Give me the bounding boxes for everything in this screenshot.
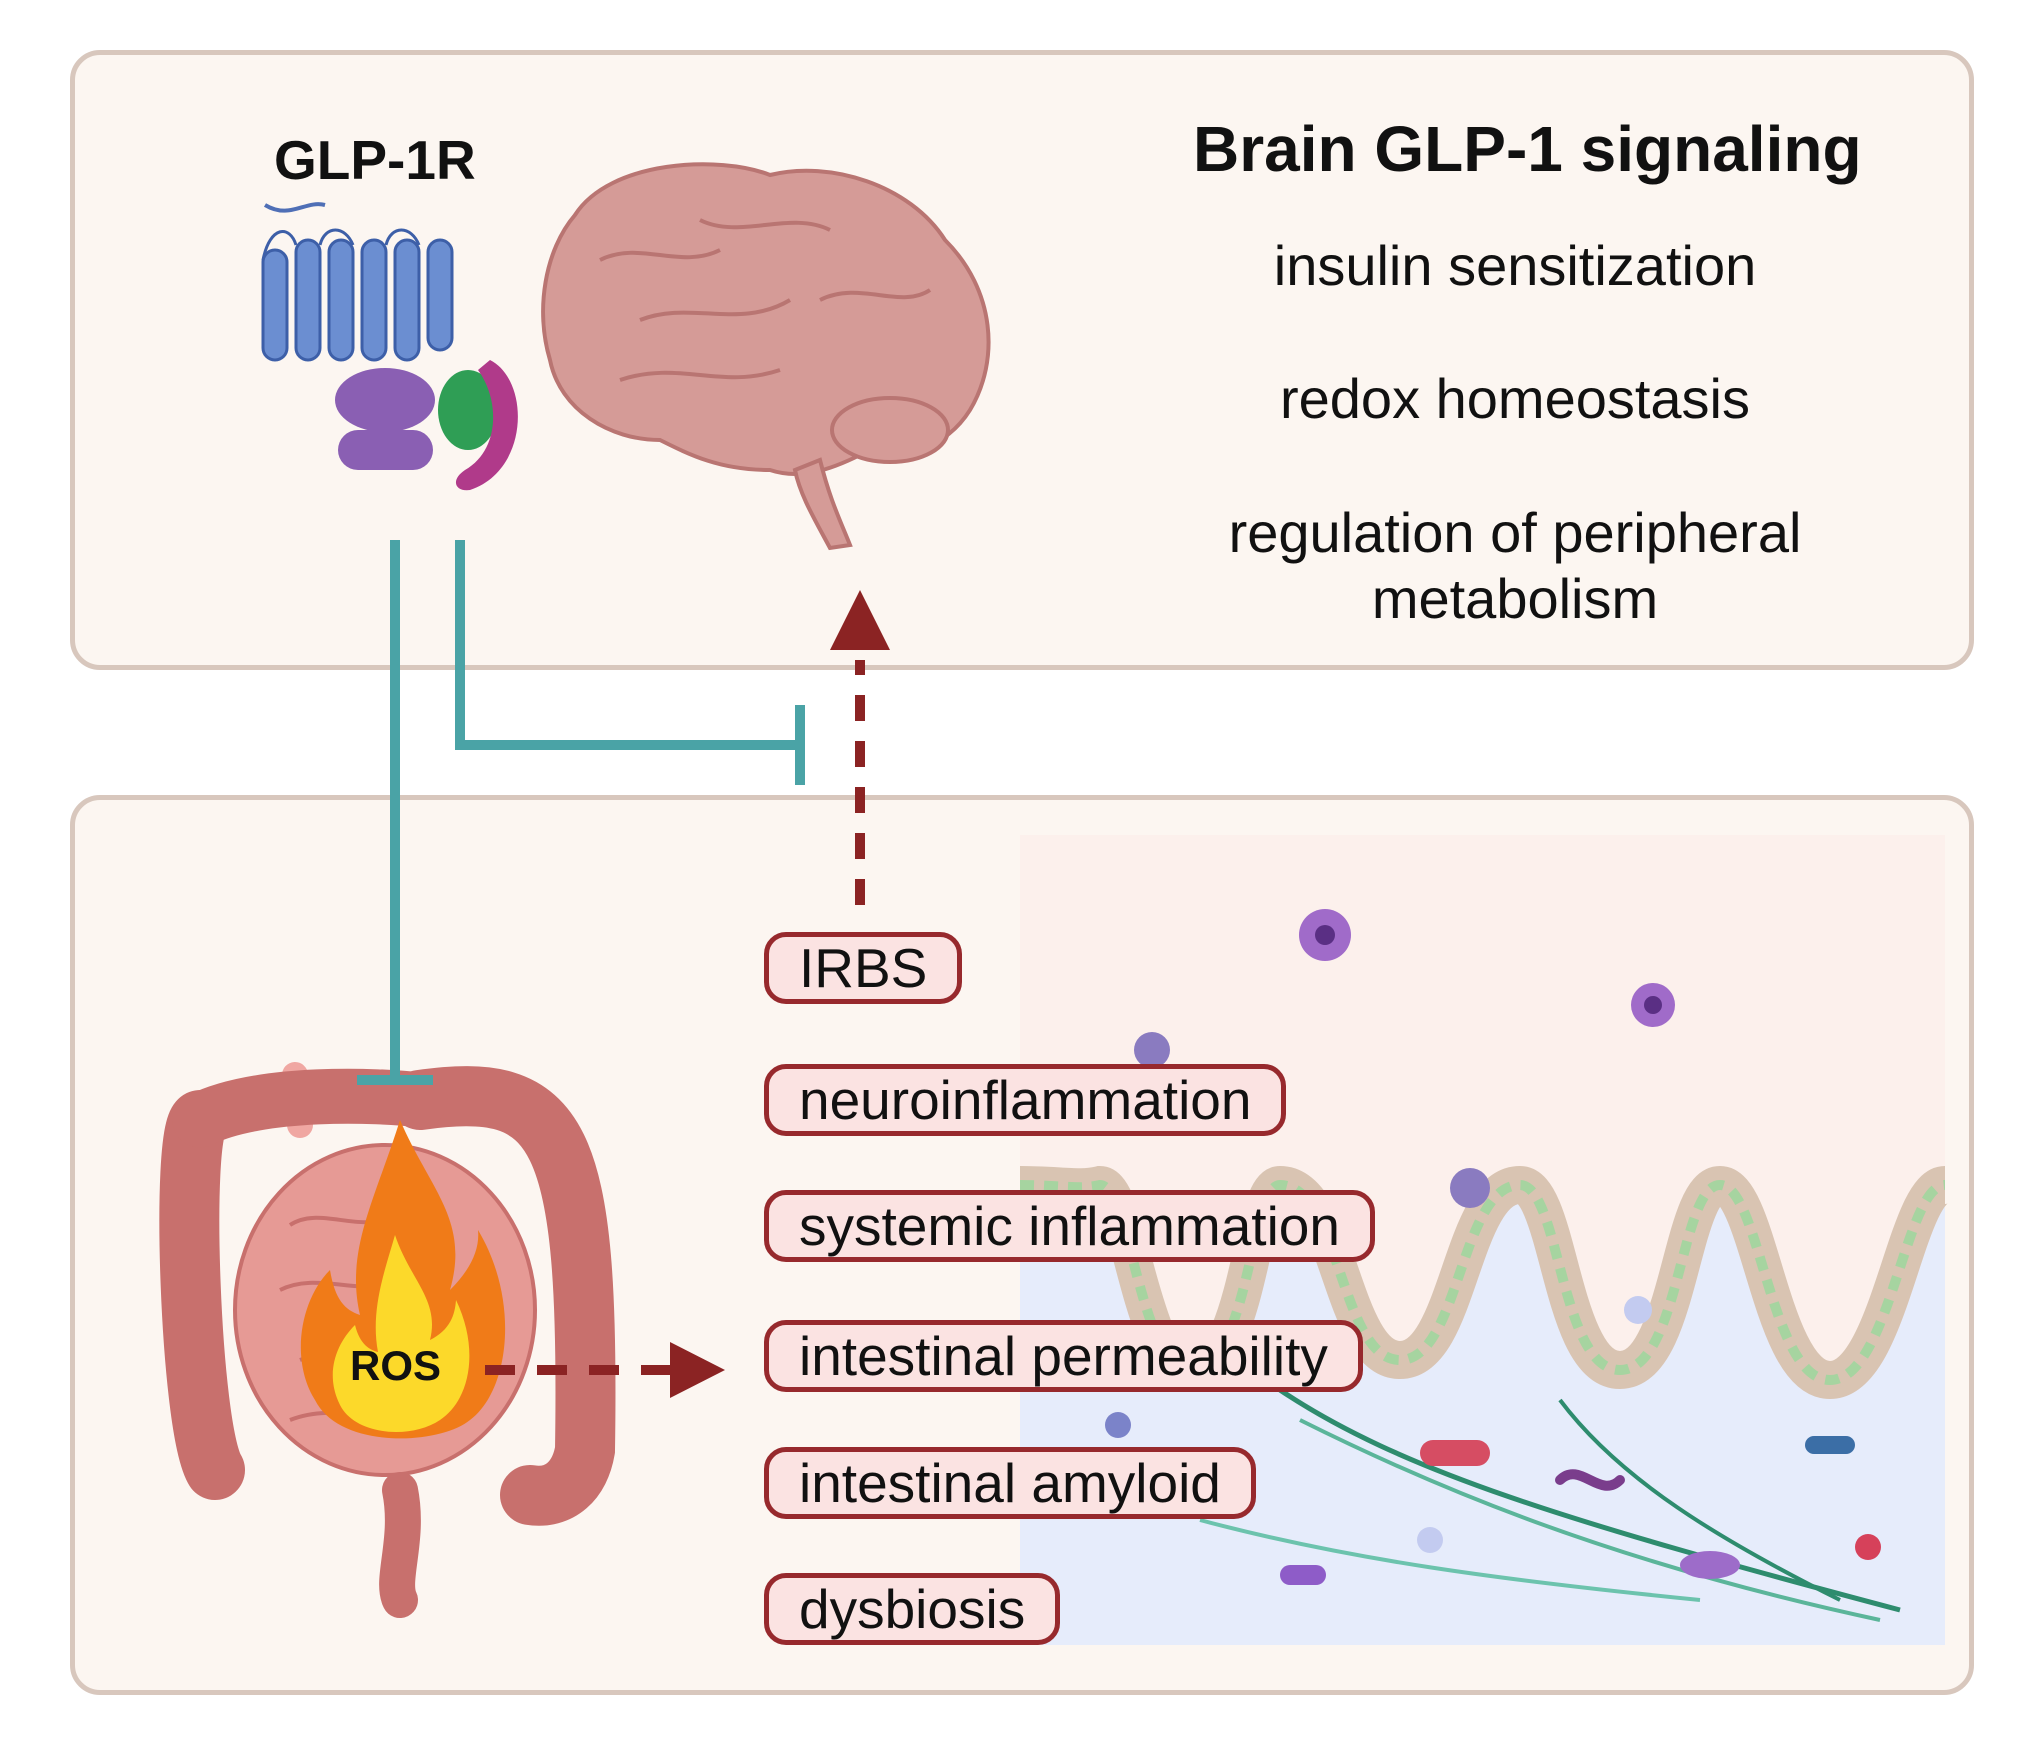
brain-effect-insulin-sensitization: insulin sensitization	[1273, 234, 1757, 297]
outcome-systemic-inflammation: systemic inflammation	[764, 1190, 1375, 1262]
outcome-neuroinflammation: neuroinflammation	[764, 1064, 1287, 1136]
outcome-dysbiosis: dysbiosis	[764, 1573, 1061, 1645]
inhibition-to-ros-line	[357, 540, 433, 1085]
glp1-receptor-icon	[261, 202, 518, 491]
brain-panel	[70, 50, 1974, 670]
ros-to-outcomes-arrow	[485, 1342, 725, 1398]
glp1r-label: GLP-1R	[274, 129, 476, 191]
outcome-intestinal-permeability: intestinal permeability	[764, 1320, 1363, 1392]
outcome-irbs: IRBS	[764, 932, 963, 1004]
brain-effect-peripheral-metabolism: regulation of peripheral metabolism	[1228, 501, 1802, 630]
ros-label: ROS	[350, 1342, 442, 1389]
brain-signaling-title: Brain GLP-1 signaling	[1193, 113, 1862, 185]
ros-flame-icon	[300, 1120, 506, 1439]
brain-effect-redox-homeostasis: redox homeostasis	[1279, 367, 1750, 430]
brain-icon	[541, 162, 991, 551]
outcomes-to-brain-arrow	[830, 590, 890, 905]
inhibition-to-brain-line	[455, 540, 805, 785]
outcome-intestinal-amyloid: intestinal amyloid	[764, 1447, 1256, 1519]
